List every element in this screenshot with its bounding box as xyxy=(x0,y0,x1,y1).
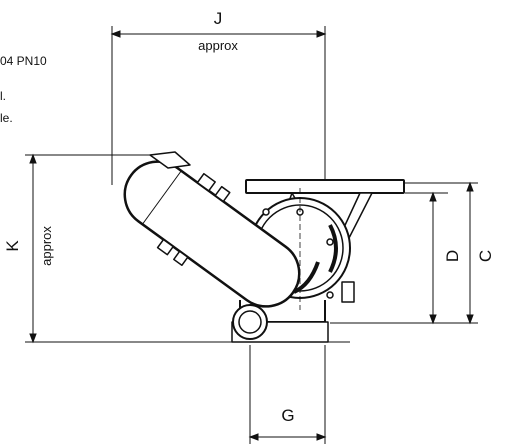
cable-gland xyxy=(173,250,189,267)
j-arrow-left xyxy=(110,30,121,38)
dimension-d xyxy=(330,191,478,325)
k-arrow-top xyxy=(29,153,37,164)
pump-assembly xyxy=(123,151,405,343)
j-label: J xyxy=(214,9,223,28)
lifting-lug xyxy=(149,151,191,169)
c-label: C xyxy=(476,250,495,262)
j-qualifier: approx xyxy=(198,38,238,53)
bolt-hole xyxy=(326,291,334,299)
d-arrow-bottom xyxy=(429,314,437,325)
c-arrow-top xyxy=(466,181,474,192)
g-arrow-left xyxy=(248,433,259,441)
discharge-pipe xyxy=(232,304,268,340)
dimension-c xyxy=(405,181,478,325)
terminal-box xyxy=(214,185,231,203)
j-arrow-right xyxy=(316,30,327,38)
bolt-hole xyxy=(262,208,270,216)
dimension-j xyxy=(110,26,327,190)
k-arrow-bottom xyxy=(29,333,37,344)
bolt-hole xyxy=(326,238,334,246)
motor-body xyxy=(123,160,301,308)
dimension-g xyxy=(248,345,327,444)
note-line-3: le. xyxy=(0,111,13,125)
note-line-1: 04 PN10 xyxy=(0,54,47,68)
d-label: D xyxy=(443,250,462,262)
k-qualifier: approx xyxy=(39,226,54,266)
k-label: K xyxy=(3,240,22,252)
g-label: G xyxy=(281,406,294,425)
note-line-2: l. xyxy=(0,89,6,103)
c-arrow-bottom xyxy=(466,314,474,325)
d-arrow-top xyxy=(429,191,437,202)
cable-gland xyxy=(156,238,174,256)
terminal-box xyxy=(196,172,216,192)
g-arrow-right xyxy=(316,433,327,441)
